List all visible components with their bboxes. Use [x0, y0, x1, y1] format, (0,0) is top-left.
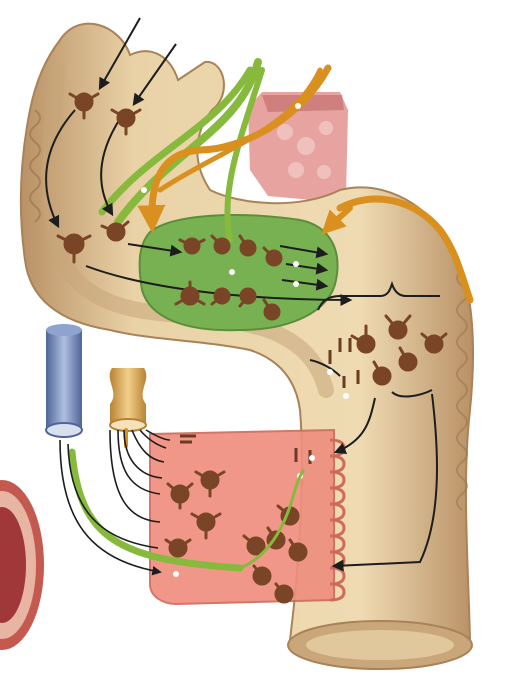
yellow-vessel [110, 368, 147, 431]
red-plexus-zone [150, 430, 334, 604]
white-dot-icon [229, 269, 235, 275]
blue-vessel [46, 324, 82, 437]
white-dot-icon [231, 129, 237, 135]
white-dot-icon [309, 455, 315, 461]
white-dot-icon [173, 571, 179, 577]
white-dot-icon [343, 393, 349, 399]
white-dot-icon [295, 103, 301, 109]
neuron-cell-icon [254, 566, 270, 584]
white-dot-icon [293, 281, 299, 287]
white-dot-icon [327, 369, 333, 375]
green-plexus-zone [140, 215, 338, 330]
white-dot-icon [141, 187, 147, 193]
white-dot-icon [293, 261, 299, 267]
neuron-cell-icon [276, 584, 292, 602]
